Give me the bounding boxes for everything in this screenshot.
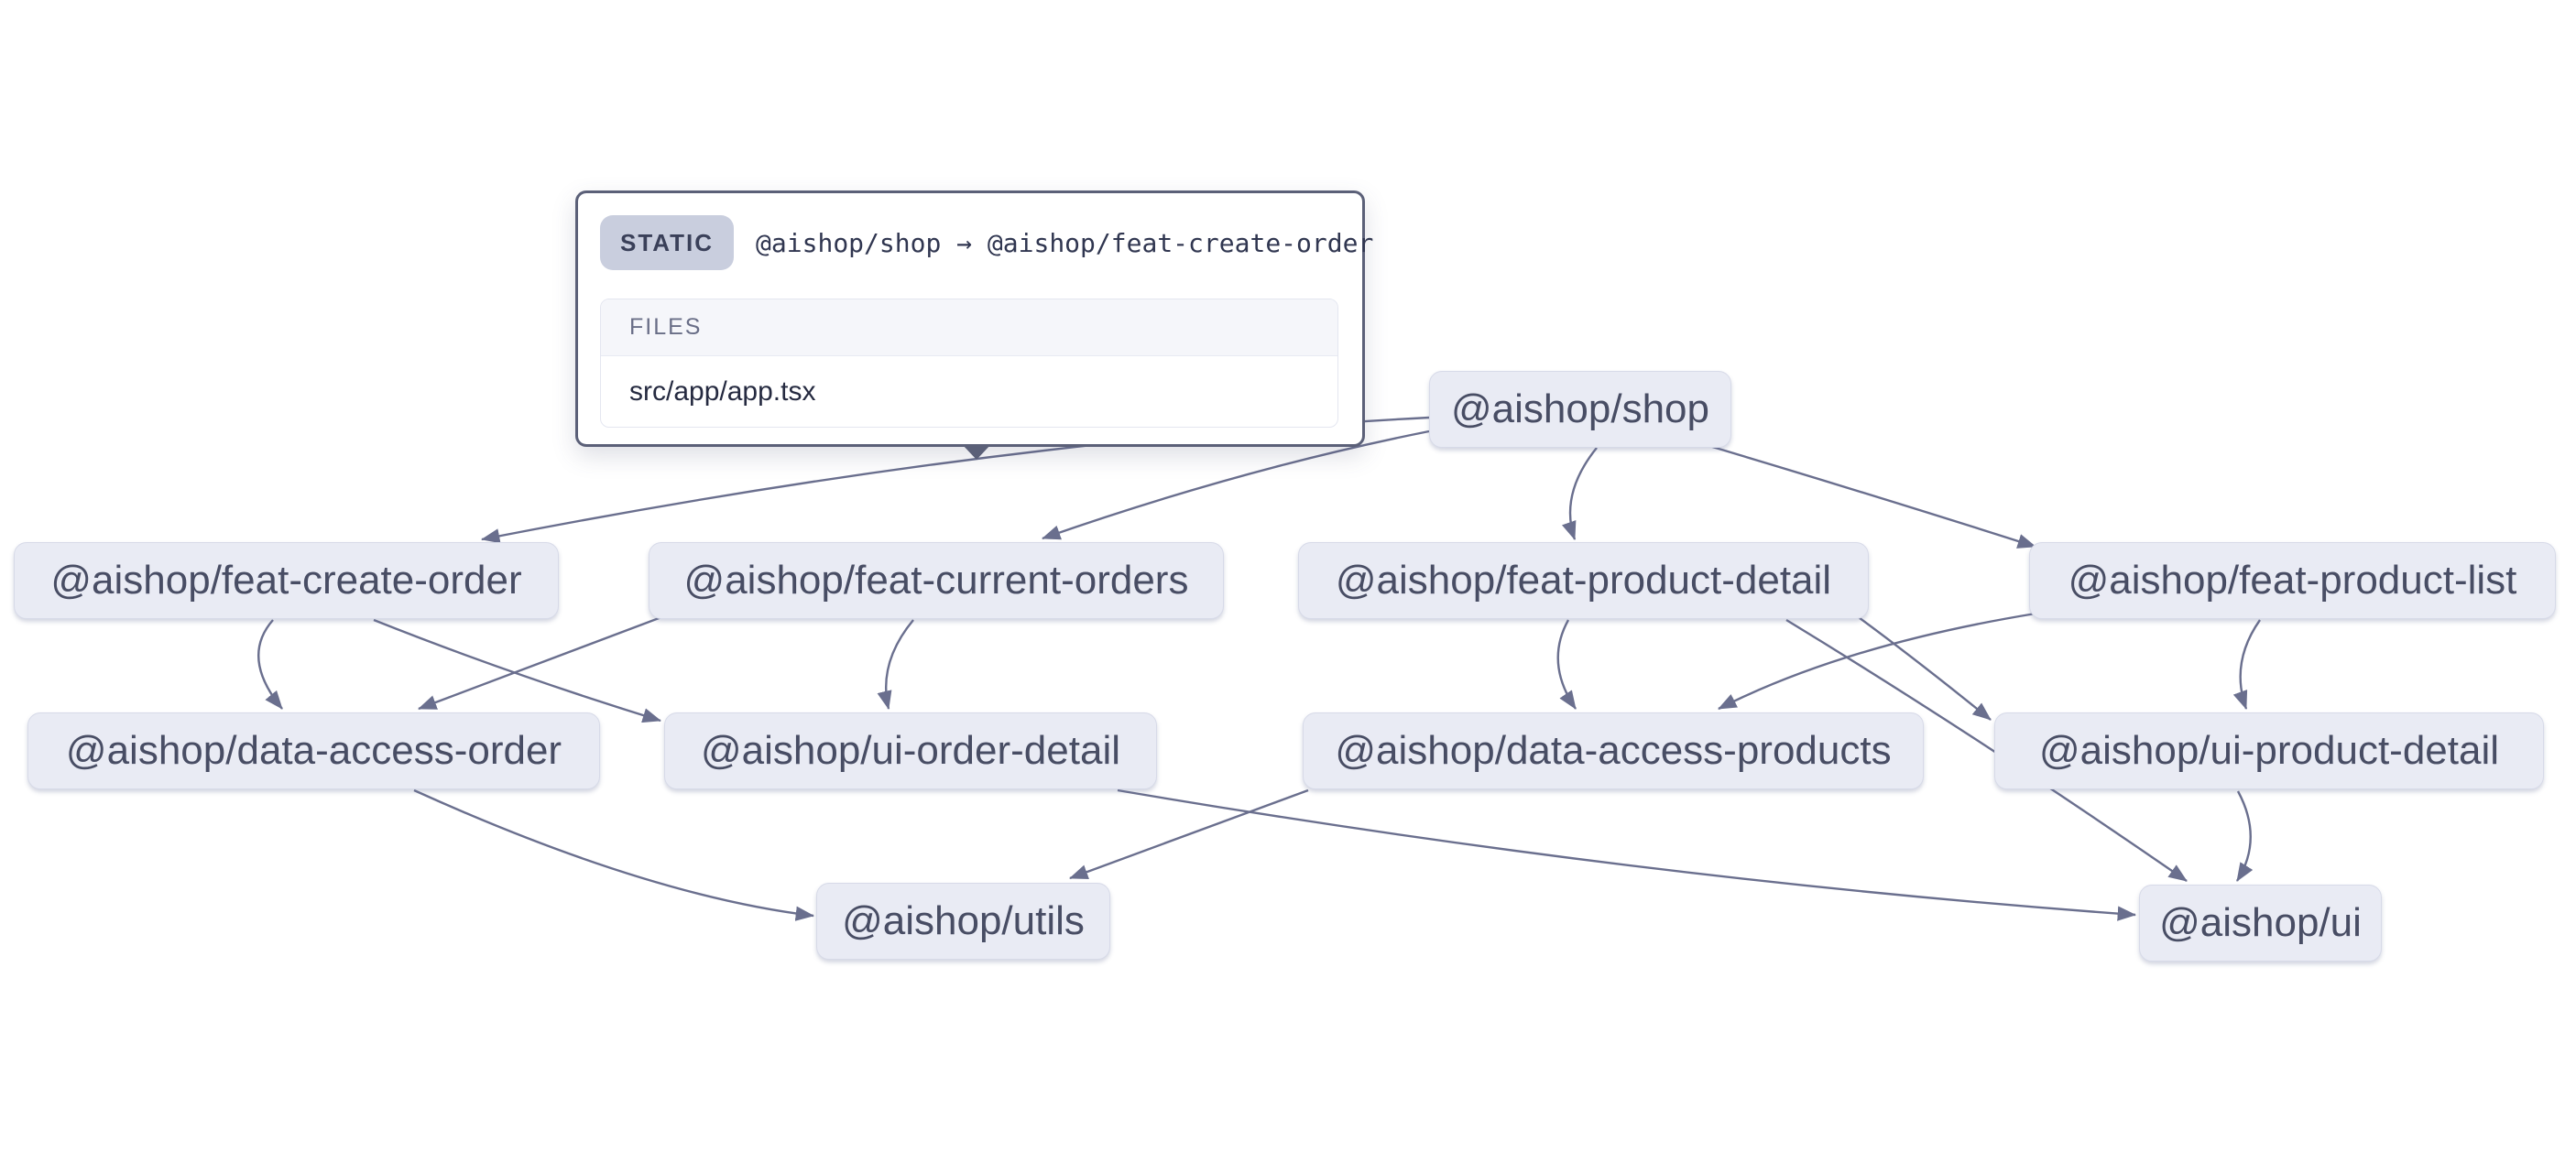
edge-feat-product-list-ui-product-detail[interactable] <box>2232 619 2261 710</box>
edge-shop-feat-current-orders[interactable] <box>1042 429 1430 540</box>
node-feat-product-list[interactable]: @aishop/feat-product-list <box>2029 542 2556 619</box>
files-header: FILES <box>601 299 1337 356</box>
node-utils[interactable]: @aishop/utils <box>816 883 1110 960</box>
node-data-access-order[interactable]: @aishop/data-access-order <box>27 712 600 789</box>
edge-shop-feat-product-detail[interactable] <box>1561 447 1598 540</box>
node-ui-product-detail[interactable]: @aishop/ui-product-detail <box>1994 712 2544 789</box>
edge-data-access-order-utils[interactable] <box>413 788 815 921</box>
edge-feat-create-order-data-access-order[interactable] <box>257 619 283 710</box>
tooltip-header-row: STATIC @aishop/shop → @aishop/feat-creat… <box>600 215 1373 270</box>
edge-shop-feat-product-list[interactable] <box>1699 441 2036 549</box>
file-row: src/app/app.tsx <box>629 375 816 407</box>
edge-feat-current-orders-ui-order-detail[interactable] <box>877 619 914 710</box>
edge-type-badge: STATIC <box>600 215 735 270</box>
tooltip-caret-icon <box>962 444 991 460</box>
edge-feat-product-detail-ui[interactable] <box>1785 618 2188 882</box>
tooltip-edge-text: @aishop/shop → @aishop/feat-create-order <box>756 227 1374 258</box>
edge-feat-current-orders-data-access-order[interactable] <box>418 615 662 711</box>
node-ui-order-detail[interactable]: @aishop/ui-order-detail <box>664 712 1157 789</box>
edge-ui-product-detail-ui[interactable] <box>2235 790 2254 882</box>
node-feat-current-orders[interactable]: @aishop/feat-current-orders <box>649 542 1224 619</box>
edge-data-access-products-utils[interactable] <box>1069 788 1309 880</box>
node-shop[interactable]: @aishop/shop <box>1429 371 1731 448</box>
edge-feat-create-order-ui-order-detail[interactable] <box>373 618 661 723</box>
node-feat-create-order[interactable]: @aishop/feat-create-order <box>14 542 559 619</box>
edge-tooltip: STATIC @aishop/shop → @aishop/feat-creat… <box>575 190 1373 460</box>
edge-feat-product-detail-data-access-products[interactable] <box>1556 619 1577 710</box>
node-feat-product-detail[interactable]: @aishop/feat-product-detail <box>1298 542 1869 619</box>
node-data-access-products[interactable]: @aishop/data-access-products <box>1303 712 1924 789</box>
edge-feat-product-detail-ui-product-detail[interactable] <box>1855 614 1992 721</box>
edge-ui-order-detail-ui[interactable] <box>1117 788 2137 921</box>
tooltip-files-panel: FILES src/app/app.tsx <box>600 299 1338 428</box>
edge-feat-product-list-data-access-products[interactable] <box>1718 612 2036 711</box>
node-ui[interactable]: @aishop/ui <box>2139 885 2382 962</box>
